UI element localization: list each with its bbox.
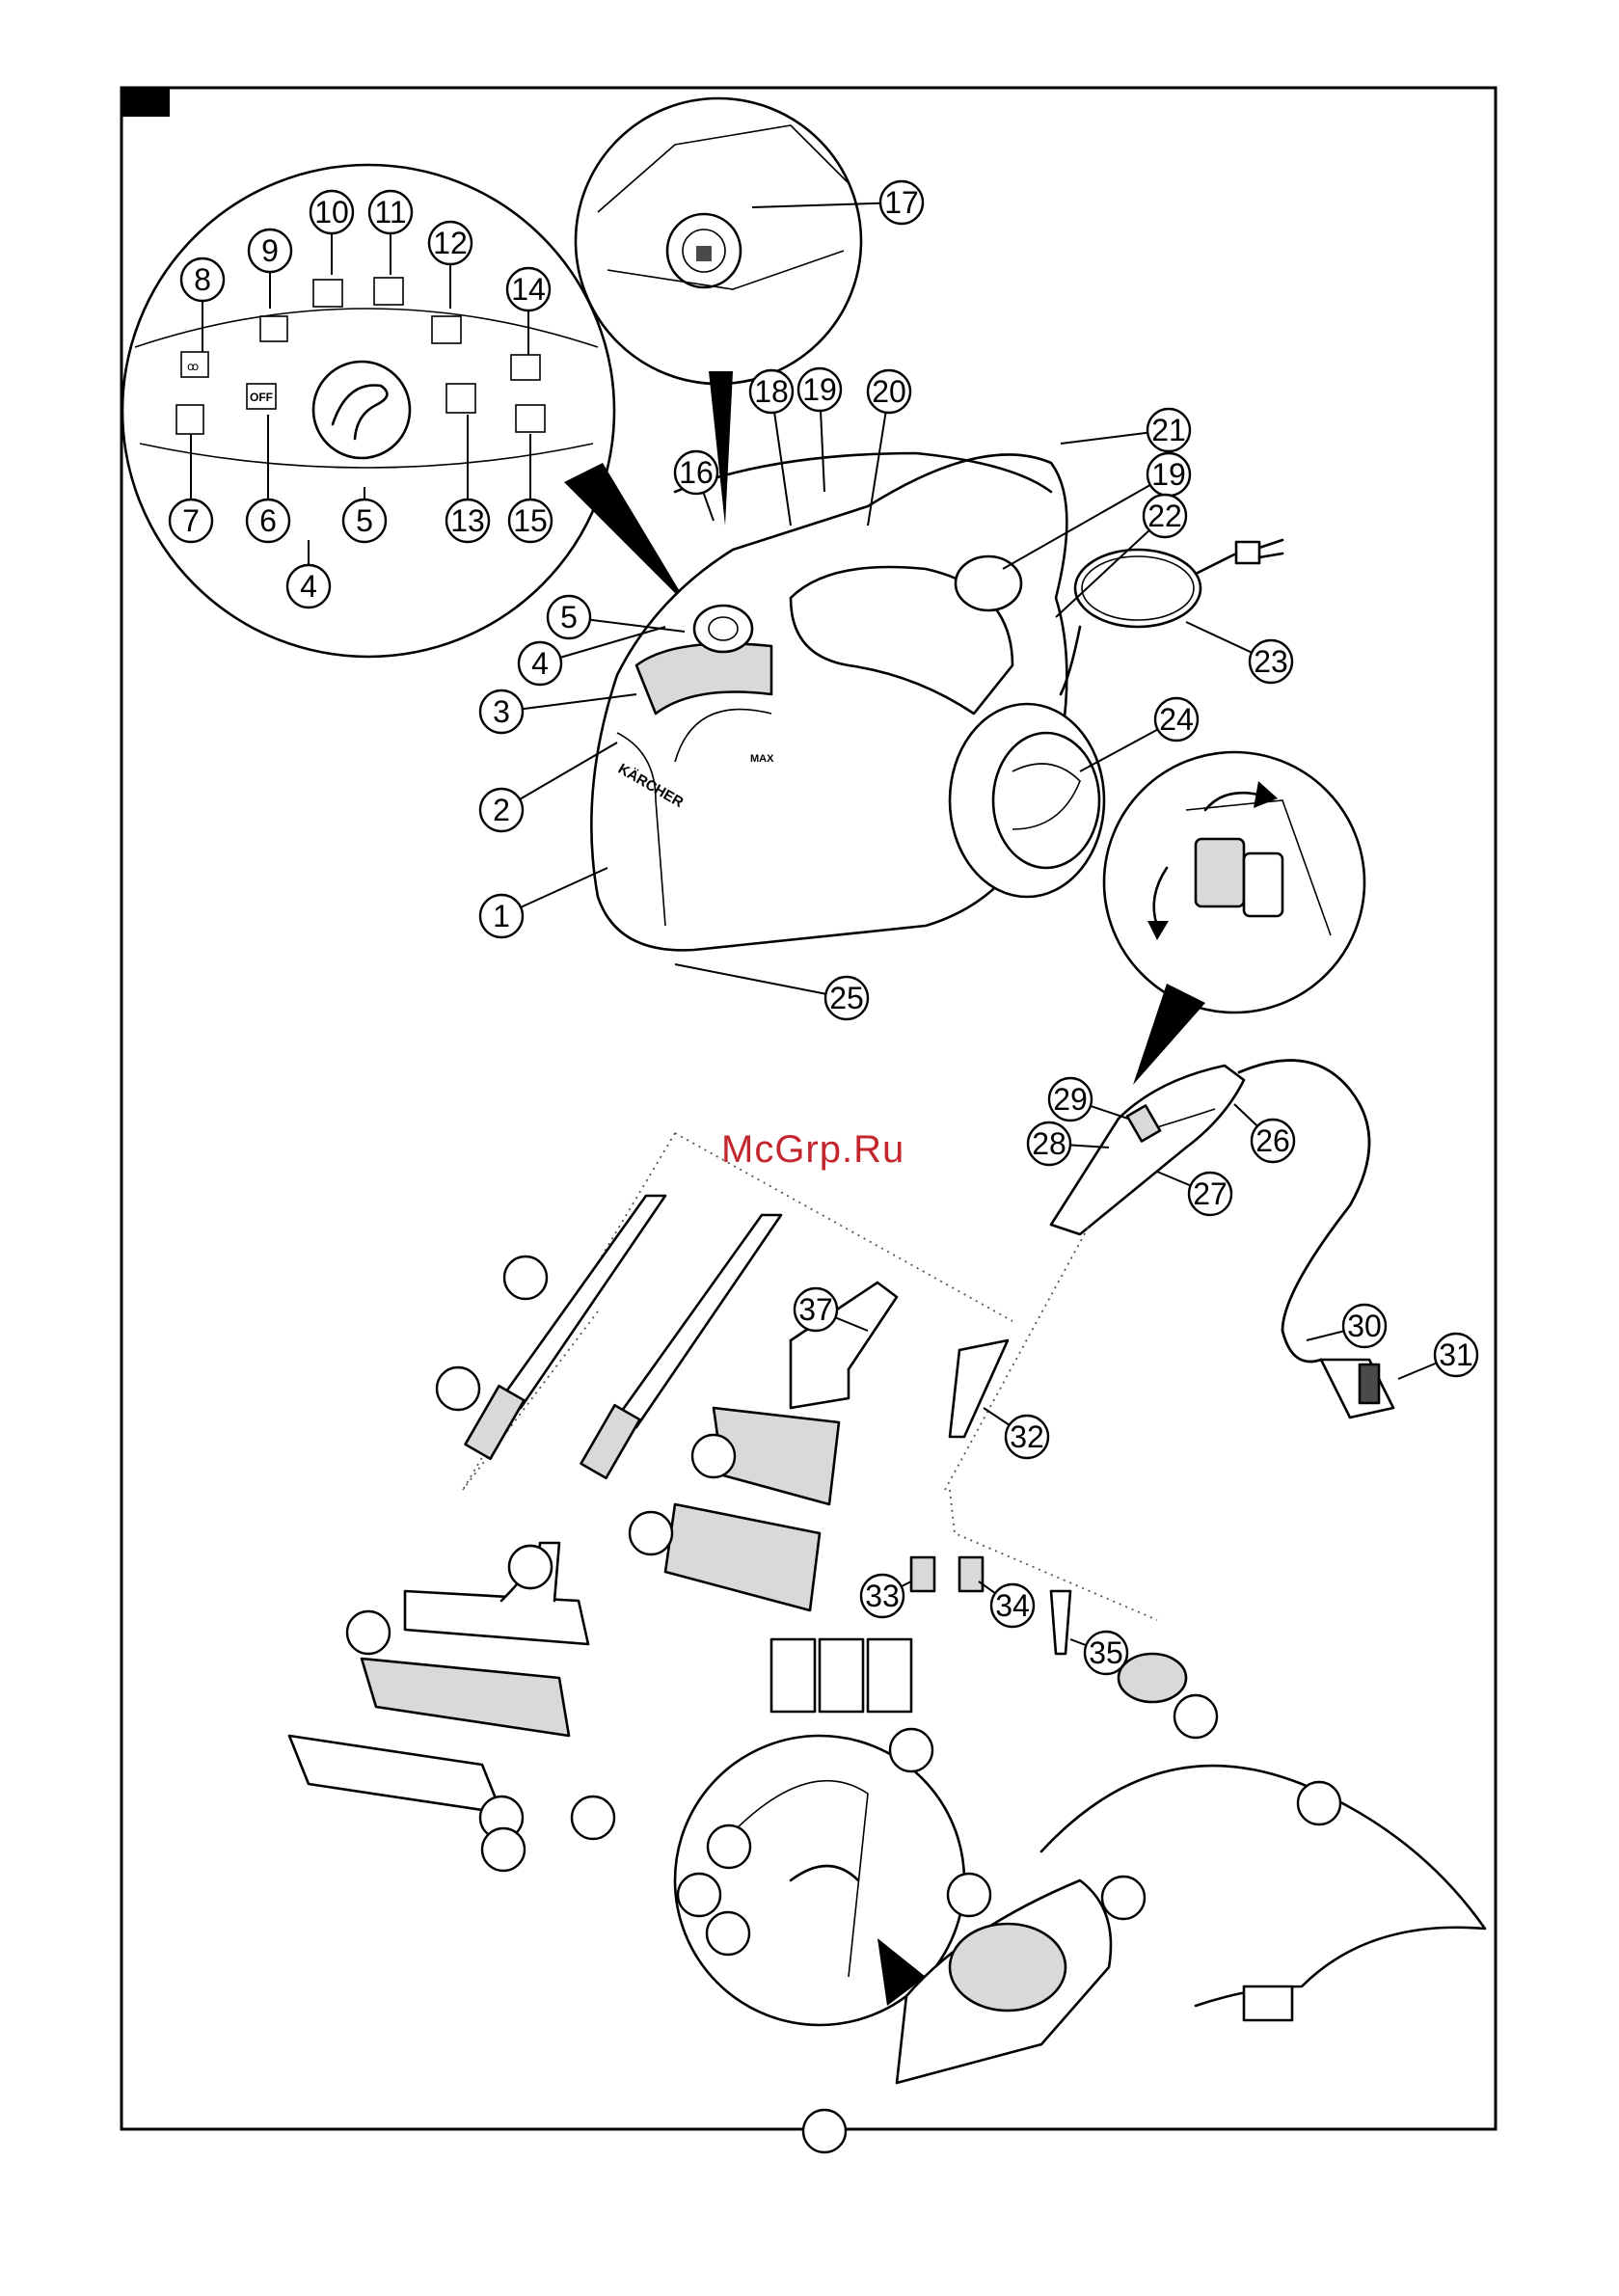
callout-label-6: 6 [259, 503, 277, 538]
blank-callout-8 [572, 1796, 614, 1839]
figure-corner-tab [121, 88, 170, 117]
callout-label-12: 12 [433, 226, 468, 260]
blank-callout-11 [482, 1828, 525, 1871]
callout-label-23: 23 [1254, 644, 1288, 679]
callout-label-11: 11 [374, 195, 406, 230]
blank-callout-3 [630, 1512, 672, 1554]
steam-gun [1051, 1061, 1393, 1418]
callout-label-19: 19 [802, 372, 837, 407]
callout-label-16: 16 [679, 455, 714, 490]
callout-label-26: 26 [1255, 1123, 1290, 1158]
blank-callout-15 [948, 1874, 990, 1916]
blank-callout-6 [347, 1611, 390, 1654]
filler-detail [576, 98, 861, 384]
blank-callout-17 [1298, 1782, 1340, 1824]
callout-label-7: 7 [182, 503, 200, 538]
svg-text:ꝏ: ꝏ [187, 360, 199, 373]
callout-label-20: 20 [872, 374, 906, 409]
callout-label-37: 37 [798, 1292, 833, 1327]
blank-callout-14 [707, 1912, 749, 1955]
callout-label-25: 25 [829, 981, 864, 1015]
callout-label-15: 15 [513, 503, 548, 538]
callout-label-1: 1 [493, 899, 510, 933]
blank-callout-0 [504, 1256, 547, 1299]
max-label: MAX [750, 753, 774, 765]
panel-pointer [564, 463, 689, 608]
callout-label-17: 17 [884, 185, 919, 220]
callout-label-31: 31 [1439, 1337, 1473, 1372]
callout-label-21: 21 [1151, 413, 1186, 447]
control-panel-detail: ꝏ OFF [122, 165, 614, 657]
callout-label-32: 32 [1010, 1419, 1044, 1454]
blank-callout-5 [509, 1546, 552, 1588]
callout-label-28: 28 [1032, 1126, 1066, 1161]
callout-label-4: 4 [300, 569, 317, 604]
callout-label-5b: 5 [560, 600, 578, 635]
switch-pointer [1133, 984, 1205, 1085]
callout-label-9: 9 [261, 233, 279, 268]
blank-callout-16 [1102, 1877, 1145, 1919]
callout-label-24: 24 [1159, 702, 1194, 737]
blank-callout-12 [708, 1825, 750, 1868]
callout-label-35: 35 [1089, 1635, 1123, 1670]
blank-callout-1 [437, 1367, 479, 1410]
callout-label-29: 29 [1053, 1082, 1088, 1117]
callout-label-8: 8 [194, 262, 211, 297]
callout-label-27: 27 [1193, 1176, 1228, 1211]
switch-detail [1104, 752, 1364, 1013]
callout-label-10: 10 [314, 195, 349, 230]
filler-pointer [709, 371, 733, 526]
callout-label-18: 18 [754, 374, 789, 409]
callout-label-30: 30 [1347, 1309, 1382, 1343]
callout-label-14: 14 [511, 272, 546, 307]
callout-label-4b: 4 [531, 646, 549, 681]
blank-callout-4 [692, 1435, 735, 1477]
callout-label-33: 33 [865, 1579, 900, 1613]
callout-leader-25 [675, 964, 847, 998]
blank-callout-9 [1174, 1695, 1217, 1738]
callout-label-13: 13 [450, 503, 485, 538]
blank-callout-10 [890, 1729, 932, 1771]
watermark: McGrp.Ru [721, 1128, 904, 1171]
steam-iron [675, 1736, 1485, 2083]
off-symbol-text: OFF [250, 391, 273, 404]
blank-callout-18 [803, 2110, 846, 2152]
callout-label-19b: 19 [1151, 457, 1186, 492]
callout-label-22: 22 [1147, 499, 1182, 533]
callout-label-3: 3 [493, 694, 510, 729]
callout-label-5: 5 [356, 503, 373, 538]
blank-callout-13 [678, 1874, 720, 1916]
callout-label-34: 34 [995, 1588, 1030, 1623]
callout-label-2: 2 [493, 793, 510, 827]
